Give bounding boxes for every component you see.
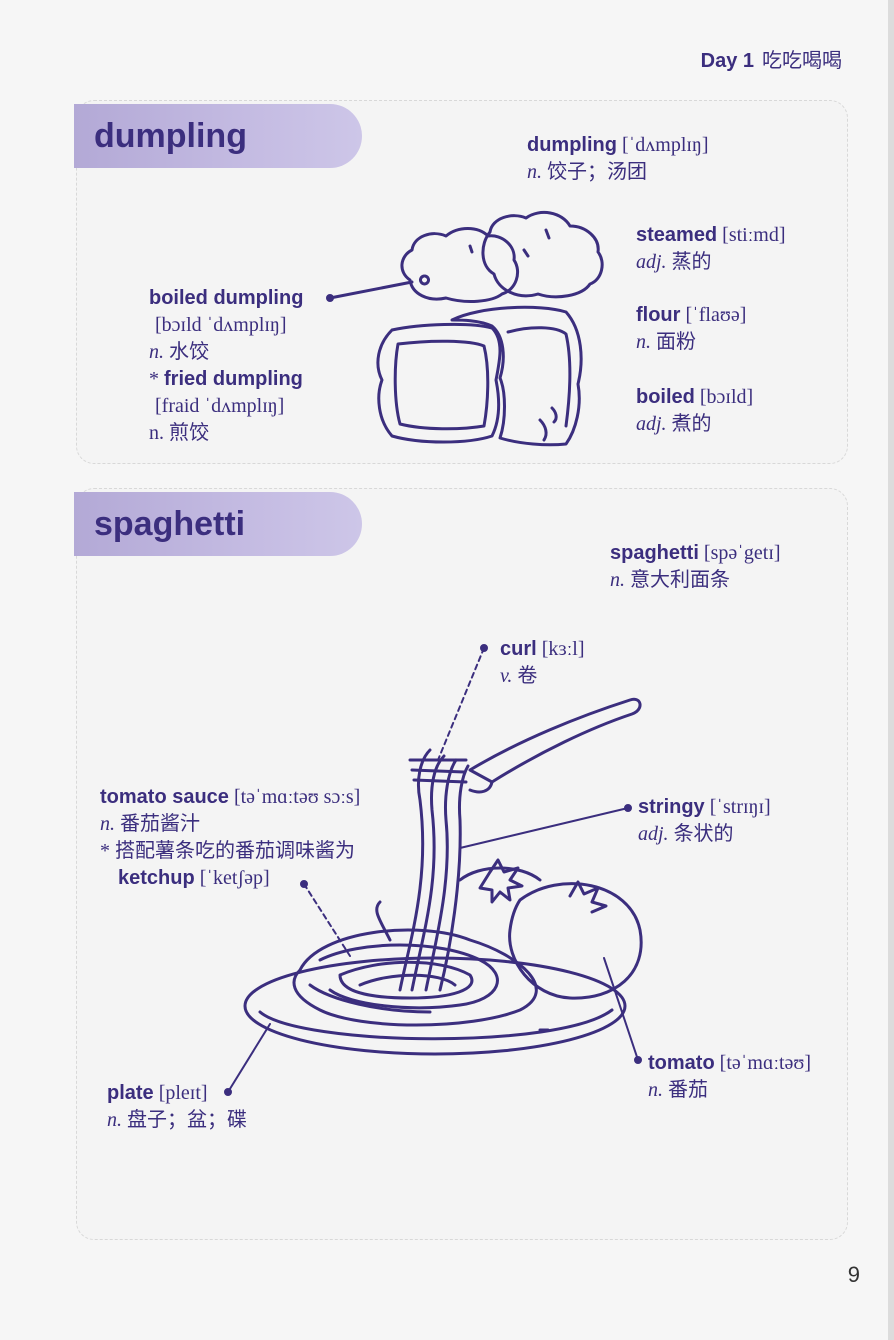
pos: adj. — [638, 823, 669, 845]
entry-tomato: tomato [təˈmɑːtəʊ] n. 番茄 — [648, 1050, 811, 1104]
spaghetti-card — [76, 488, 848, 1240]
pos: n. — [527, 161, 542, 183]
spaghetti-illustration — [224, 644, 643, 1096]
word: tomato — [648, 1052, 715, 1074]
dumpling-illustration — [326, 210, 604, 447]
entry-tomato-sauce: tomato sauce [təˈmɑːtəʊ sɔːs] n. 番茄酱汁 * … — [100, 784, 360, 892]
page-header: Day 1 吃吃喝喝 — [701, 44, 842, 73]
word: plate — [107, 1082, 154, 1104]
page-edge — [888, 0, 894, 1340]
phonetic: [bɔɪld] — [699, 386, 754, 408]
word: steamed — [636, 224, 718, 246]
word: dumpling — [527, 134, 617, 156]
dumpling-banner: dumpling — [74, 104, 362, 168]
phonetic: [kɜːl] — [541, 638, 585, 660]
pos: n. — [648, 1079, 663, 1101]
pos: n. — [636, 331, 651, 353]
word: ketchup — [118, 867, 195, 889]
phonetic: [ˈketʃəp] — [199, 867, 270, 889]
definition: 煮的 — [671, 413, 712, 435]
spaghetti-banner: spaghetti — [74, 492, 362, 556]
entry-steamed: steamed [stiːmd] adj. 蒸的 — [636, 222, 786, 276]
header-title: 吃吃喝喝 — [762, 50, 842, 72]
pos: v. — [500, 665, 513, 687]
phonetic: [ˈflaʊə] — [685, 304, 747, 326]
pos: adj. — [636, 413, 667, 435]
word: boiled — [636, 386, 695, 408]
word: boiled dumpling — [149, 287, 304, 309]
word: fried dumpling — [164, 368, 303, 390]
phonetic: [fraid ˈdʌmplɪŋ] — [155, 395, 285, 417]
definition: 番茄酱汁 — [120, 813, 200, 835]
definition: 意大利面条 — [630, 569, 730, 591]
pos: n. — [107, 1109, 122, 1131]
note: * 搭配薯条吃的番茄调味酱为 — [100, 840, 355, 862]
word: curl — [500, 638, 537, 660]
word: spaghetti — [610, 542, 699, 564]
definition: 面粉 — [656, 331, 696, 353]
header-day: Day 1 — [700, 50, 754, 72]
word: tomato sauce — [100, 786, 229, 808]
word: flour — [636, 304, 681, 326]
definition: 饺子；汤团 — [547, 161, 647, 183]
entry-flour: flour [ˈflaʊə] n. 面粉 — [636, 302, 746, 356]
page-number: 9 — [847, 1262, 860, 1287]
definition: 卷 — [517, 665, 538, 687]
definition: 番茄 — [668, 1079, 708, 1101]
definition: 盘子；盆；碟 — [127, 1109, 247, 1131]
entry-dumpling: dumpling [ˈdʌmplɪŋ] n. 饺子；汤团 — [527, 132, 709, 186]
pos: n. — [149, 341, 164, 363]
entry-boiled: boiled [bɔɪld] adj. 煮的 — [636, 384, 753, 438]
entry-curl: curl [kɜːl] v. 卷 — [500, 636, 585, 690]
phonetic: [pleɪt] — [158, 1082, 208, 1104]
phonetic: [bɔɪld ˈdʌmplɪŋ] — [155, 314, 287, 336]
pos: n. — [149, 422, 164, 444]
phonetic: [təˈmɑːtəʊ] — [719, 1052, 812, 1074]
entry-boiled-dumpling: boiled dumpling [bɔɪld ˈdʌmplɪŋ] n. 水饺 *… — [149, 285, 303, 447]
definition: 条状的 — [673, 823, 734, 845]
word: stringy — [638, 796, 705, 818]
pos: n. — [610, 569, 625, 591]
phonetic: [təˈmɑːtəʊ sɔːs] — [233, 786, 361, 808]
pos: adj. — [636, 251, 667, 273]
note-star: * — [149, 368, 159, 390]
entry-spaghetti: spaghetti [spəˈgetɪ] n. 意大利面条 — [610, 540, 781, 594]
phonetic: [spəˈgetɪ] — [703, 542, 781, 564]
definition: 煎饺 — [169, 422, 209, 444]
entry-stringy: stringy [ˈstrɪŋɪ] adj. 条状的 — [638, 794, 771, 848]
pos: n. — [100, 813, 115, 835]
phonetic: [stiːmd] — [722, 224, 786, 246]
definition: 蒸的 — [671, 251, 712, 273]
entry-plate: plate [pleɪt] n. 盘子；盆；碟 — [107, 1080, 247, 1134]
phonetic: [ˈdʌmplɪŋ] — [621, 134, 709, 156]
definition: 水饺 — [169, 341, 209, 363]
phonetic: [ˈstrɪŋɪ] — [709, 796, 771, 818]
